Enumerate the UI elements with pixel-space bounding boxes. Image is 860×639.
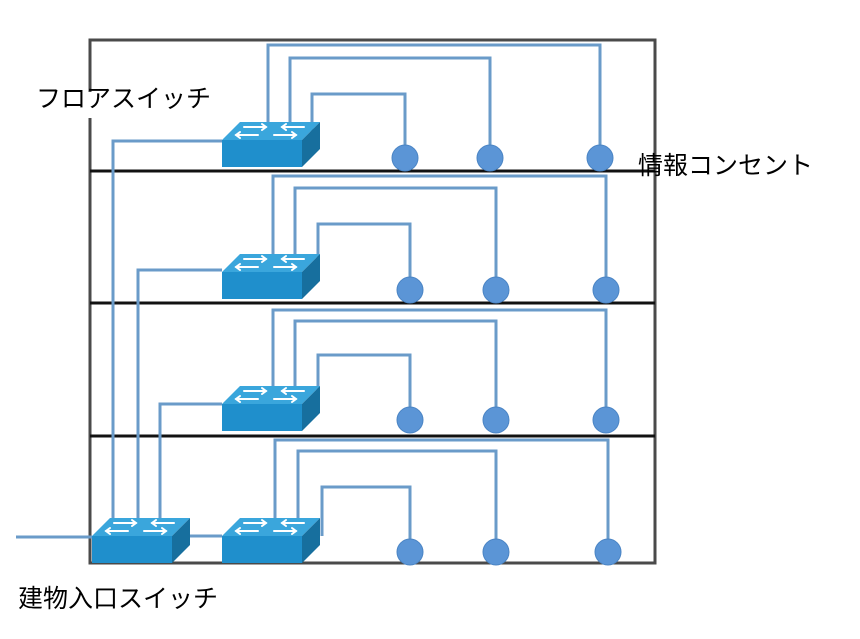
cable [271,308,608,420]
uplink-cable [111,139,222,522]
uplink-cable [158,402,222,522]
information-outlet-icon [482,276,510,304]
cable [316,353,412,420]
cable-group [16,43,610,552]
information-outlet-icon [586,144,614,172]
information-outlet-icon [482,406,510,434]
cable [316,222,412,290]
building-entrance-switch-label: 建物入口スイッチ [18,584,218,613]
information-outlet-icon [396,406,424,434]
floor-switch-icon [221,253,321,300]
floor-switch-icon [221,517,321,564]
information-outlet-icon [592,406,620,434]
cable [296,449,498,552]
building-entrance-switch-icon [91,517,191,564]
information-outlet-icon [482,538,510,566]
outlet-group [391,144,622,566]
floor-switch-icon [221,121,321,168]
information-outlet-icon [396,276,424,304]
switch-group [91,121,321,564]
information-outlet-icon [476,144,504,172]
cable [288,56,492,158]
information-outlet-icon [592,276,620,304]
cable [293,186,498,290]
cable [293,319,498,420]
floor-switch-icon [221,385,321,432]
cable [271,174,608,290]
information-outlet-icon [391,144,419,172]
cable [273,438,610,552]
uplink-cable [136,268,222,522]
information-outlet-label: 情報コンセント [638,151,813,180]
cable [320,485,412,552]
information-outlet-icon [396,538,424,566]
floor-switch-label: フロアスイッチ [36,84,211,113]
cable [310,92,407,158]
cable [266,43,602,158]
information-outlet-icon [594,538,622,566]
